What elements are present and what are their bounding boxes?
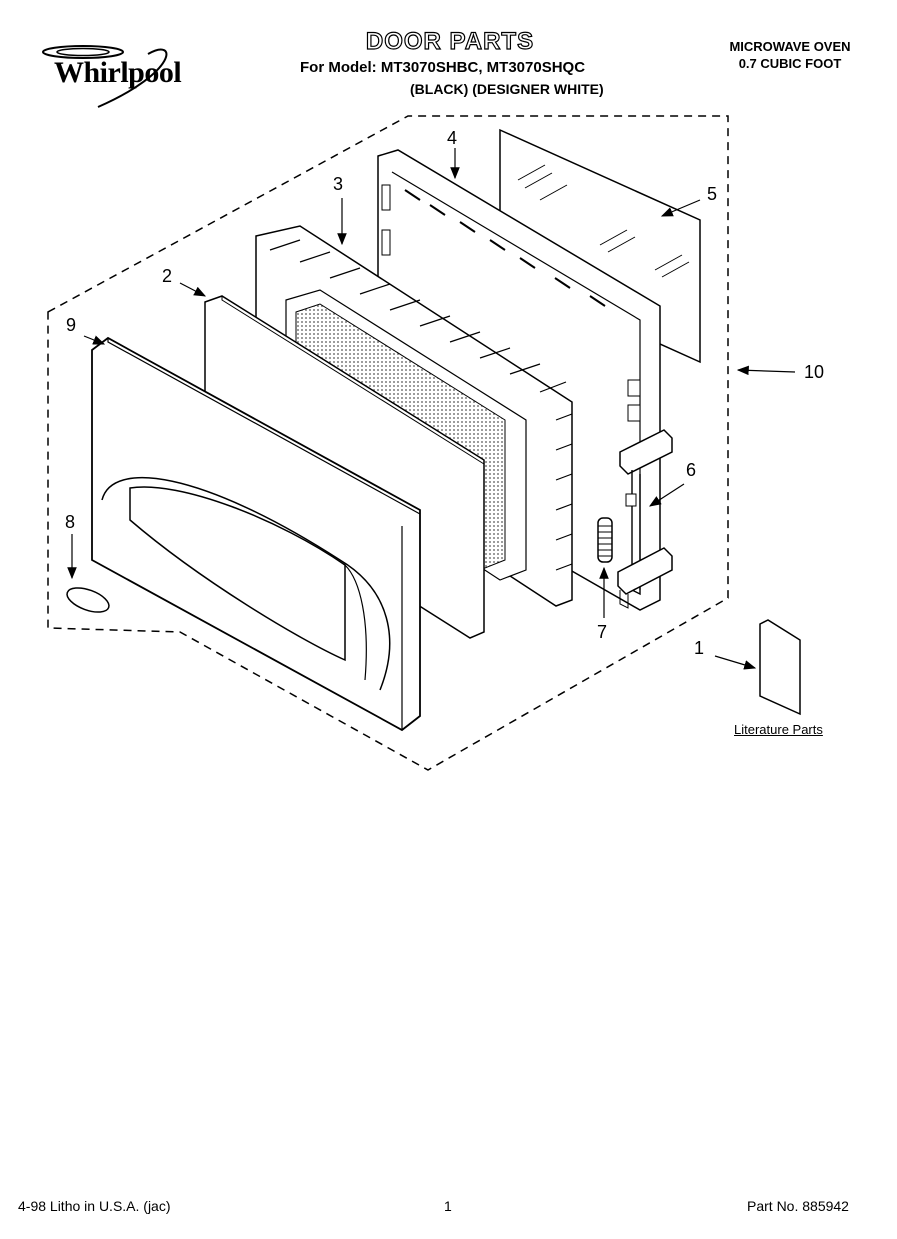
part-6-latch: [617, 429, 673, 609]
part-9-outer-door: [91, 336, 421, 732]
product-capacity: 0.7 CUBIC FOOT: [738, 56, 842, 71]
literature-parts-label: Literature Parts: [734, 722, 823, 737]
brand-name: Whirlpool: [54, 56, 182, 89]
variant-line: (BLACK) (DESIGNER WHITE): [410, 81, 604, 97]
footer-part-number: Part No. 885942: [747, 1198, 849, 1214]
model-line: For Model: MT3070SHBC, MT3070SHQC: [300, 59, 586, 76]
part-8-badge: [66, 587, 110, 613]
callout-4: 4: [447, 128, 458, 148]
page-title: DOOR PARTS: [365, 27, 535, 55]
callout-10: 10: [804, 362, 825, 382]
callout-2: 2: [162, 266, 173, 286]
callout-3: 3: [333, 174, 344, 194]
callout-9: 9: [66, 315, 77, 335]
part-7-spring: [597, 517, 613, 563]
callout-1: 1: [694, 638, 705, 658]
whirlpool-logo: Whirlpool: [28, 42, 203, 112]
callout-8: 8: [65, 512, 76, 532]
part-1-literature: [759, 619, 801, 716]
assembly-boundary: [47, 115, 729, 771]
callout-7: 7: [597, 622, 608, 642]
logo-swirl-icon: [42, 45, 168, 108]
product-type: MICROWAVE OVEN: [729, 39, 851, 54]
footer-page-number: 1: [444, 1198, 452, 1214]
callout-5: 5: [707, 184, 718, 204]
callout-6: 6: [686, 460, 697, 480]
footer-print-info: 4-98 Litho in U.S.A. (jac): [18, 1198, 171, 1214]
product-description: MICROWAVE OVEN 0.7 CUBIC FOOT: [715, 38, 865, 72]
